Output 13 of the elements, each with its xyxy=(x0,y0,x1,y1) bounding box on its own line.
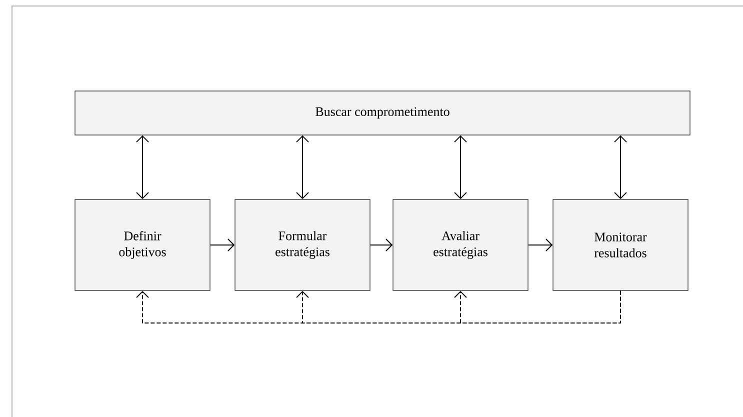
process-box: Formular estratégias xyxy=(234,199,370,291)
arrow xyxy=(528,238,553,252)
double-arrow xyxy=(454,135,467,200)
arrow xyxy=(370,238,393,252)
process-box: Monitorar resultados xyxy=(552,199,688,291)
arrow xyxy=(210,238,235,252)
banner-box: Buscar comprometimento xyxy=(74,90,690,136)
double-arrow xyxy=(614,135,627,200)
process-box: Definir objetivos xyxy=(74,199,210,291)
feedback-arrow xyxy=(454,290,621,324)
double-arrow xyxy=(296,135,309,200)
process-box: Avaliar estratégias xyxy=(392,199,528,291)
double-arrow xyxy=(136,135,149,200)
